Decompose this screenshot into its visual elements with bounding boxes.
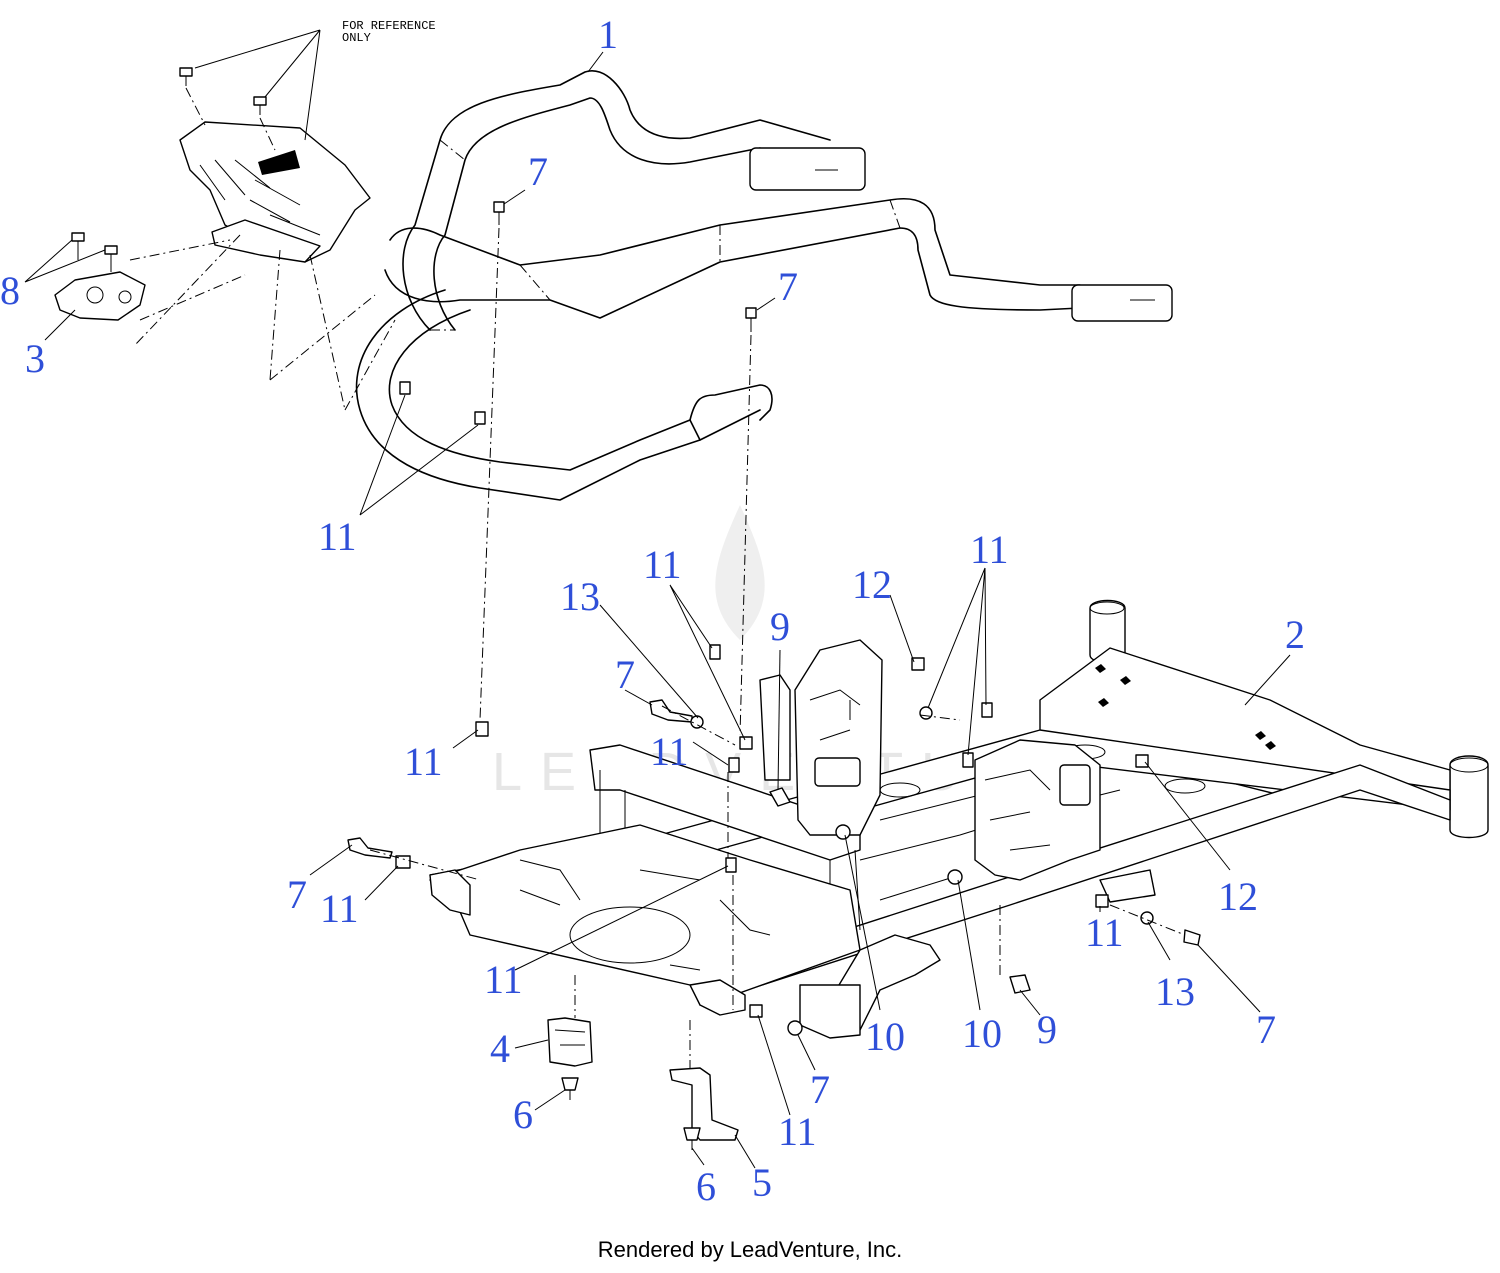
bolt-icon xyxy=(253,96,267,115)
stud-icon xyxy=(1009,974,1031,994)
nut-icon xyxy=(395,855,411,869)
part-5-bracket xyxy=(669,1020,756,1169)
nut-icon xyxy=(981,702,993,718)
bolt-icon xyxy=(104,245,118,272)
callout-7-f: 7 xyxy=(1256,1007,1276,1052)
callout-10-b: 10 xyxy=(962,1011,1002,1056)
callouts: 1 2 3 4 5 6 6 7 7 7 7 7 7 8 9 9 10 10 11… xyxy=(0,12,1305,1209)
leader-lines xyxy=(309,51,1291,1116)
part-3-plate xyxy=(24,232,146,341)
callout-11-b: 11 xyxy=(643,542,682,587)
part-1-handle-bar xyxy=(355,70,1173,501)
callout-5: 5 xyxy=(752,1160,772,1205)
reference-panel: FOR REFERENCE ONLY xyxy=(129,19,436,411)
callout-12-a: 12 xyxy=(852,562,892,607)
callout-4: 4 xyxy=(490,1026,510,1071)
callout-11-d: 11 xyxy=(404,739,443,784)
frame-post-icon xyxy=(1449,755,1489,839)
callout-13-a: 13 xyxy=(560,574,600,619)
part-6-screw-a xyxy=(534,1077,579,1111)
callout-11-f: 11 xyxy=(320,886,359,931)
reference-note-line-2: ONLY xyxy=(342,31,371,45)
bolt-icon xyxy=(71,232,85,260)
nut-icon xyxy=(947,869,963,885)
callout-11-e: 11 xyxy=(650,729,689,774)
nut-icon xyxy=(911,657,925,671)
callout-3: 3 xyxy=(25,336,45,381)
fasteners xyxy=(347,201,1201,1036)
bolt-icon xyxy=(787,1020,803,1036)
bolt-icon xyxy=(493,201,505,225)
nut-icon xyxy=(475,721,489,737)
grip-left-icon xyxy=(749,147,866,191)
callout-6-a: 6 xyxy=(513,1092,533,1137)
nut-icon xyxy=(1135,754,1149,768)
washer-icon xyxy=(690,715,704,729)
callout-7-d: 7 xyxy=(287,872,307,917)
nut-icon xyxy=(739,736,753,750)
nut-icon xyxy=(835,824,851,840)
bolt-icon xyxy=(745,307,757,332)
callout-11-g: 11 xyxy=(484,957,523,1002)
callout-7-c: 7 xyxy=(615,652,635,697)
part-2-frame xyxy=(429,599,1489,1039)
reference-note-line-1: FOR REFERENCE xyxy=(342,19,436,33)
bolt-icon xyxy=(1183,929,1201,946)
nut-icon xyxy=(728,757,740,773)
bolt-icon xyxy=(347,837,393,859)
grip-right-icon xyxy=(1071,284,1173,322)
callout-7-b: 7 xyxy=(778,264,798,309)
nut-icon xyxy=(1095,894,1109,908)
callout-7-a: 7 xyxy=(528,149,548,194)
part-4-bracket xyxy=(547,975,593,1067)
callout-2: 2 xyxy=(1285,612,1305,657)
nut-icon xyxy=(725,857,737,873)
nut-icon xyxy=(399,381,411,395)
nut-icon xyxy=(749,1004,763,1018)
nut-icon xyxy=(474,411,486,425)
callout-11-h: 11 xyxy=(1085,910,1124,955)
callout-1: 1 xyxy=(598,12,618,57)
callout-11-a: 11 xyxy=(318,514,357,559)
callout-8: 8 xyxy=(0,268,20,313)
mount-plate-right xyxy=(974,739,1101,881)
nut-icon xyxy=(709,644,721,660)
callout-9-a: 9 xyxy=(770,604,790,649)
part-6-screw-b xyxy=(683,1127,705,1166)
nut-icon xyxy=(919,706,933,720)
nut-icon xyxy=(962,752,974,768)
callout-13-b: 13 xyxy=(1155,969,1195,1014)
callout-7-e: 7 xyxy=(810,1067,830,1112)
callout-11-i: 11 xyxy=(778,1109,817,1154)
mount-plate-left xyxy=(759,639,883,836)
callout-11-c: 11 xyxy=(970,527,1009,572)
callout-6-b: 6 xyxy=(696,1164,716,1209)
callout-10-a: 10 xyxy=(865,1014,905,1059)
bolt-icon xyxy=(179,67,193,86)
callout-12-b: 12 xyxy=(1218,874,1258,919)
callout-9-b: 9 xyxy=(1037,1007,1057,1052)
footer-credit: Rendered by LeadVenture, Inc. xyxy=(597,1237,903,1262)
